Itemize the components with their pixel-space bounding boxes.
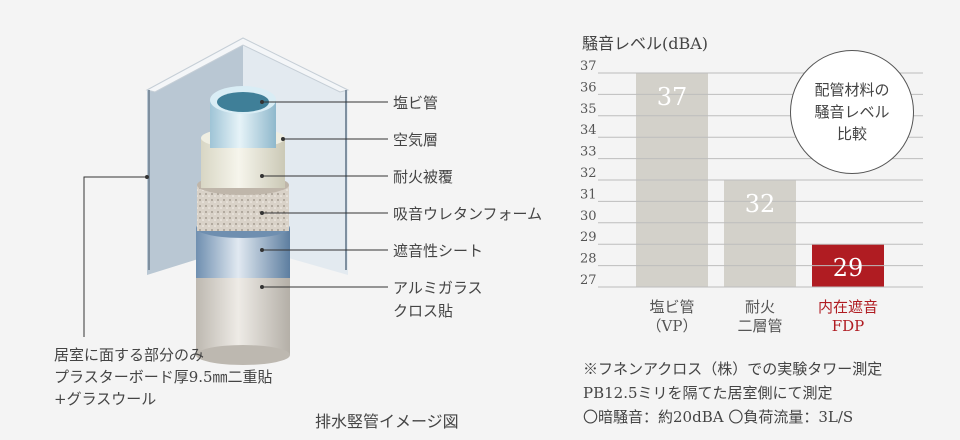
y-tick-label: 34	[580, 123, 597, 138]
layer-label-fireproof: 耐火被覆	[393, 168, 454, 186]
layer-label-air: 空気層	[393, 131, 439, 149]
layer-label-pvc: 塩ビ管	[393, 94, 439, 112]
diagram-title: 排水竪管イメージ図	[315, 412, 459, 431]
note-1: ※フネンアクロス（株）での実験タワー測定	[583, 360, 883, 378]
y-tick-label: 33	[580, 145, 597, 160]
note-2: PB12.5ミリを隔てた居室側にて測定	[583, 384, 833, 402]
bar	[724, 180, 796, 287]
bar-value-label: 37	[657, 83, 688, 111]
badge-line-3: 比較	[836, 125, 867, 143]
y-tick-label: 32	[580, 166, 597, 181]
y-tick-label: 36	[580, 80, 597, 95]
comparison-badge: 配管材料の 騒音レベル 比較	[790, 50, 914, 174]
y-tick-label: 31	[580, 187, 597, 202]
category-label-fire-double: 耐火二層管	[737, 298, 783, 335]
category-label-vp: 塩ビ管（VP）	[646, 298, 698, 335]
bar-value-label: 32	[745, 190, 776, 218]
layer-label-cloth: クロス貼	[393, 302, 454, 320]
layer-label-aluminum: アルミガラス	[393, 279, 483, 297]
chart-title: 騒音レベル(dBA)	[582, 34, 709, 53]
y-tick-label: 28	[580, 252, 597, 267]
wall-note-2: プラスターボード厚9.5㎜二重貼	[54, 368, 273, 386]
bar-value-label: 29	[833, 254, 864, 282]
layer-label-foam: 吸音ウレタンフォーム	[393, 205, 543, 223]
y-tick-label: 35	[580, 102, 597, 117]
badge-line-1: 配管材料の	[814, 81, 890, 99]
badge-line-2: 騒音レベル	[814, 103, 890, 121]
y-tick-label: 30	[580, 209, 597, 224]
y-tick-label: 37	[580, 59, 597, 74]
drain-pipe-diagram	[83, 37, 388, 365]
wall-note-3: +グラスウール	[54, 390, 157, 408]
leader-lines	[83, 100, 388, 337]
note-3: 〇暗騒音：約20dBA 〇負荷流量：3L/S	[583, 408, 854, 426]
layer-label-sheet: 遮音性シート	[393, 242, 484, 260]
wall-note-1: 居室に面する部分のみ	[54, 346, 205, 364]
y-tick-label: 27	[580, 273, 597, 288]
y-tick-label: 29	[580, 230, 597, 245]
pipe-layers	[196, 86, 290, 365]
